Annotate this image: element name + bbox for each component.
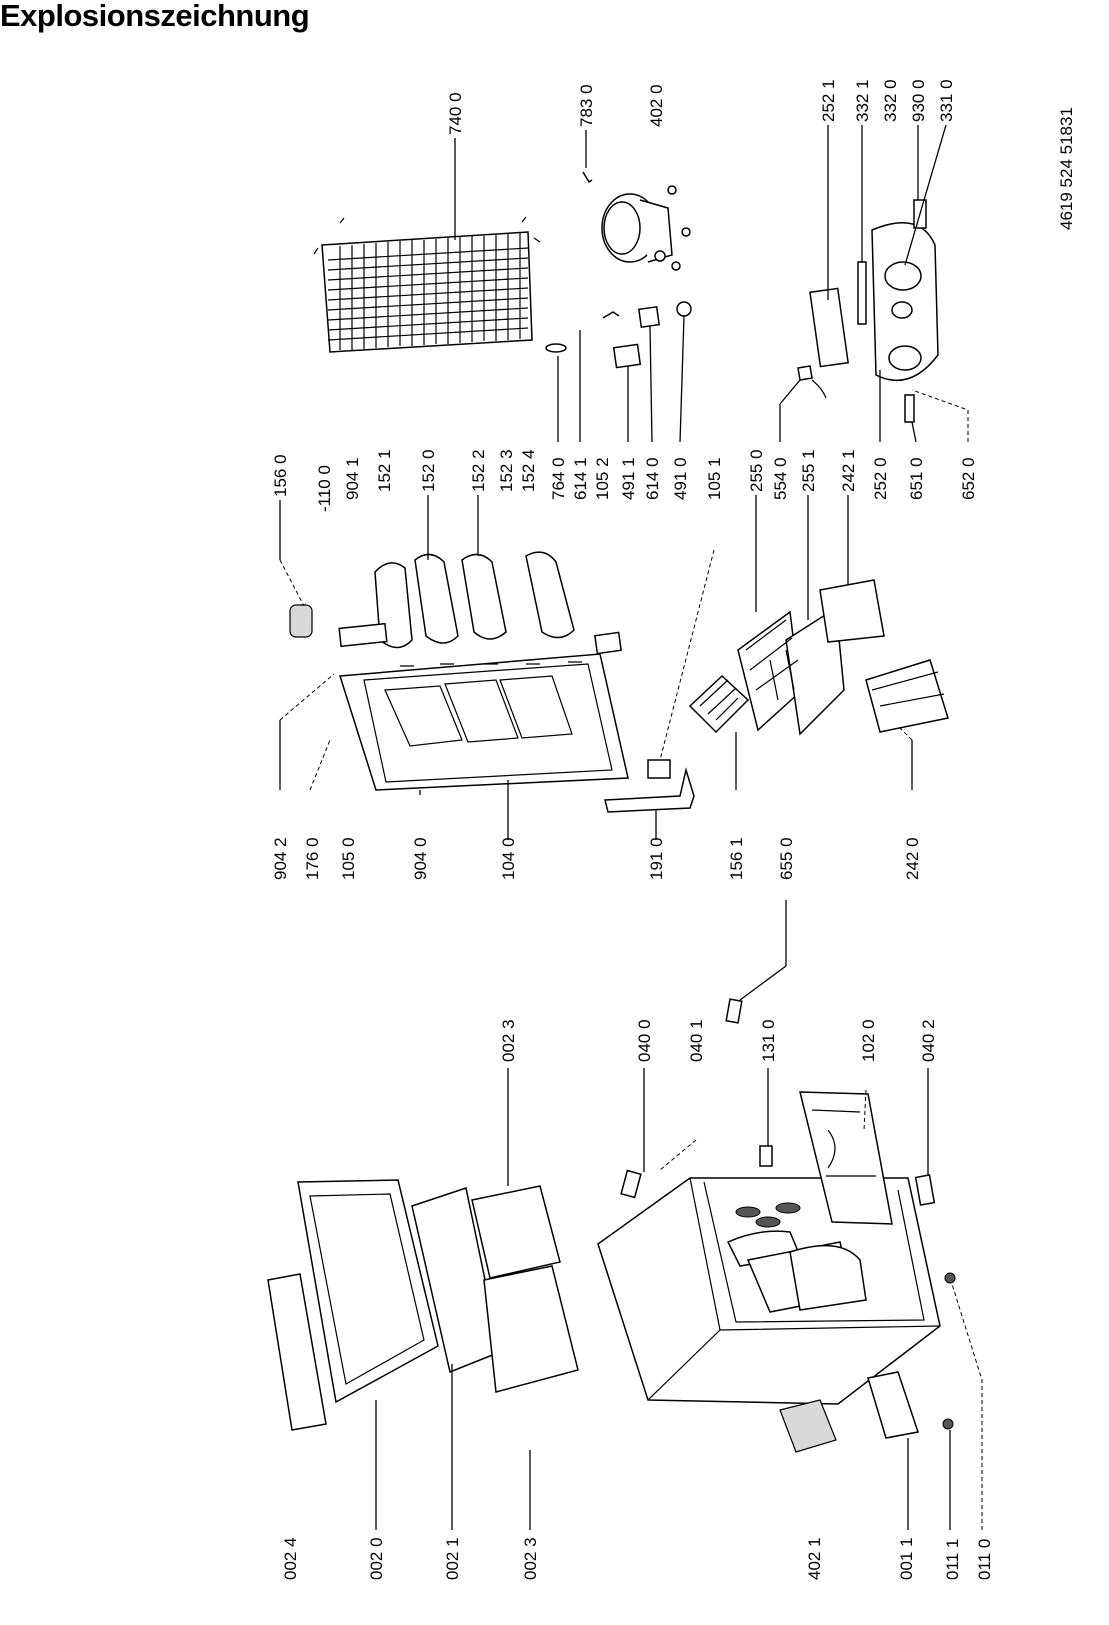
compressor-part	[601, 185, 691, 271]
label-1051: 105 1	[705, 457, 724, 500]
label-0021: 002 1	[443, 1537, 462, 1580]
page-title: Explosionszeichnung	[0, 0, 310, 33]
label-1524: 152 4	[519, 449, 538, 492]
label-4911: 491 1	[619, 457, 638, 500]
doc-number: 4619 524 51831	[1057, 107, 1076, 230]
label-3310: 331 0	[937, 79, 956, 122]
label-5540: 554 0	[771, 457, 790, 500]
label-0110: 011 0	[975, 1539, 994, 1580]
label-4910: 491 0	[671, 457, 690, 500]
label-6550: 655 0	[777, 837, 796, 880]
label-0023-a: 002 3	[499, 1019, 518, 1062]
top-cover-part	[267, 1179, 439, 1431]
label-0020: 002 0	[367, 1537, 386, 1580]
label-1522: 152 2	[469, 449, 488, 492]
label-7640: 764 0	[549, 457, 568, 500]
label-7400: 740 0	[446, 92, 465, 135]
ice-tray-part	[688, 674, 750, 734]
label-2550: 255 0	[747, 449, 766, 492]
label-6520: 652 0	[959, 457, 978, 500]
label-0011: 001 1	[897, 1537, 916, 1580]
label-1310: 131 0	[759, 1019, 778, 1062]
label-3321: 332 1	[853, 79, 872, 122]
label-0111: 011 1	[943, 1539, 962, 1580]
door-bins-parts	[289, 551, 671, 779]
label-1561: 156 1	[727, 837, 746, 880]
label-4020: 402 0	[647, 84, 666, 127]
label-6510: 651 0	[907, 457, 926, 500]
cabinet-part	[597, 1177, 941, 1405]
label-4021: 402 1	[805, 1537, 824, 1580]
misc-small-parts	[620, 998, 956, 1453]
label-1521: 152 1	[375, 449, 394, 492]
label-1520: 152 0	[419, 449, 438, 492]
label-1560: 156 0	[271, 454, 290, 497]
label-2420: 242 0	[903, 837, 922, 880]
label-0402: 040 2	[919, 1019, 938, 1062]
label-1523: 152 3	[497, 449, 516, 492]
freezer-door-part	[339, 653, 629, 791]
part-labels: 740 0 783 0 402 0 252 1 332 1 332 0 930 …	[271, 79, 1076, 1580]
label-2521: 252 1	[819, 79, 838, 122]
label-0023-b: 002 3	[521, 1537, 540, 1580]
label-1040: 104 0	[499, 837, 518, 880]
label-6141: 614 1	[571, 457, 590, 500]
label-1050: 105 0	[339, 837, 358, 880]
label-2551: 255 1	[799, 449, 818, 492]
drawer-parts	[819, 579, 949, 733]
label-6140: 614 0	[643, 457, 662, 500]
label-1100: -110 0	[315, 465, 334, 512]
leader-lines	[279, 124, 983, 1530]
evaporator-housing-part	[797, 199, 939, 423]
label-9300: 930 0	[909, 79, 928, 122]
crisper-covers-parts	[471, 1185, 579, 1393]
label-0400: 040 0	[635, 1019, 654, 1062]
label-3320: 332 0	[881, 79, 900, 122]
door-gasket-part	[604, 767, 695, 813]
label-1052: 105 2	[593, 457, 612, 500]
label-2520: 252 0	[871, 457, 890, 500]
label-0024: 002 4	[281, 1537, 300, 1580]
label-0401: 040 1	[687, 1019, 706, 1062]
label-1760: 176 0	[303, 837, 322, 880]
condenser-part	[313, 216, 541, 353]
label-2421: 242 1	[839, 449, 858, 492]
relay-parts	[545, 301, 692, 369]
clip-part	[582, 171, 593, 184]
control-panel-part	[799, 1091, 893, 1225]
label-9041: 904 1	[343, 457, 362, 500]
label-1020: 102 0	[859, 1019, 878, 1062]
label-1910: 191 0	[647, 837, 666, 880]
label-9042: 904 2	[271, 837, 290, 880]
label-9040: 904 0	[411, 837, 430, 880]
label-7830: 783 0	[577, 84, 596, 127]
